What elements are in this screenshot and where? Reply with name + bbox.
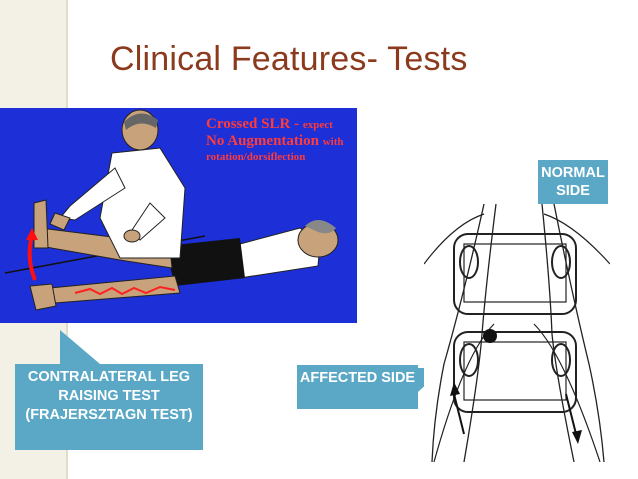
callout-contralateral-test: CONTRALATERAL LEG RAISING TEST (FRAJERSZ…: [15, 364, 203, 450]
crossed-slr-drawing: [4, 109, 339, 311]
caption-line2: No Augmentation: [206, 133, 319, 150]
caption-line1: Crossed SLR -: [206, 116, 300, 132]
callout-affected-side: AFFECTED SIDE: [297, 365, 418, 409]
spine-diagram: [423, 203, 611, 463]
spine-drawing: [423, 203, 611, 463]
slide-title: Clinical Features- Tests: [110, 40, 468, 78]
caption-line3: rotation/dorsiflection: [206, 150, 306, 163]
caption-line1-small: expect: [302, 119, 333, 131]
figure-caption: Crossed SLR - expect No Augmentation wit…: [206, 116, 343, 163]
caption-line2-small: with: [322, 136, 344, 149]
callout-left-pointer: [60, 330, 100, 364]
crossed-slr-illustration: Crossed SLR - expect No Augmentation wit…: [0, 108, 357, 323]
callout-normal-side: NORMAL SIDE: [538, 160, 608, 204]
